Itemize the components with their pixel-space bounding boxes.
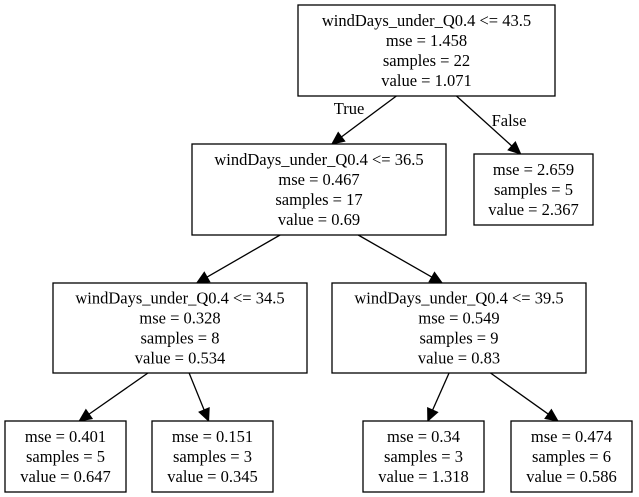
arrow-head: [507, 140, 522, 155]
edge-line: [357, 234, 433, 278]
node-text: samples = 17: [275, 190, 362, 209]
tree-edge: [78, 372, 149, 422]
node-text: windDays_under_Q0.4 <= 39.5: [354, 289, 563, 308]
node-text: samples = 5: [26, 447, 105, 466]
edge-label-true: True: [334, 99, 365, 118]
node-text: value = 0.83: [418, 349, 500, 368]
tree-edge: [357, 234, 444, 284]
node-box: [473, 153, 594, 226]
node-box: [297, 4, 556, 97]
edge-label-false: False: [492, 111, 527, 130]
node-box: [362, 420, 485, 493]
node-text: mse = 0.401: [25, 427, 106, 446]
node-text: value = 0.586: [526, 467, 616, 486]
node-box: [4, 420, 127, 493]
node-text: samples = 22: [383, 51, 470, 70]
node-box: [331, 282, 587, 374]
node-text: mse = 0.151: [172, 427, 253, 446]
node-text: samples = 3: [384, 447, 463, 466]
node-text: samples = 5: [494, 180, 573, 199]
edge-line: [490, 372, 549, 415]
node-text: windDays_under_Q0.4 <= 34.5: [75, 289, 284, 308]
node-text: mse = 0.328: [139, 309, 220, 328]
tree-edge: True: [330, 95, 397, 145]
tree-edge: False: [456, 95, 527, 155]
node-text: samples = 6: [532, 447, 611, 466]
node-text: mse = 0.34: [387, 427, 460, 446]
node-text: value = 1.318: [378, 467, 468, 486]
node-text: value = 2.367: [488, 200, 578, 219]
node-text: mse = 1.458: [386, 31, 467, 50]
node-box: [151, 420, 274, 493]
node-box: [52, 282, 308, 374]
edge-line: [88, 372, 149, 415]
arrow-head: [330, 131, 346, 145]
node-text: windDays_under_Q0.4 <= 43.5: [322, 11, 531, 30]
edge-line: [341, 95, 397, 138]
node-text: mse = 0.474: [531, 427, 612, 446]
node-box: [510, 420, 633, 493]
arrow-head: [544, 408, 559, 422]
arrow-head: [195, 271, 211, 284]
arrow-head: [428, 271, 444, 284]
node-text: mse = 0.549: [418, 309, 499, 328]
node-text: value = 0.647: [20, 467, 110, 486]
node-text: samples = 8: [141, 329, 220, 348]
arrow-head: [427, 407, 439, 423]
tree-edge: [195, 234, 281, 284]
node-text: mse = 2.659: [493, 160, 574, 179]
tree-edge: [427, 372, 450, 423]
node-text: value = 0.534: [135, 349, 225, 368]
tree-edge: [188, 372, 210, 423]
tree-edge: [490, 372, 559, 422]
edge-line: [188, 372, 205, 411]
node-text: value = 0.69: [278, 210, 360, 229]
edge-line: [456, 95, 513, 147]
node-text: value = 1.071: [381, 71, 471, 90]
arrow-head: [78, 408, 94, 422]
edge-line: [432, 372, 450, 411]
node-text: mse = 0.467: [278, 170, 359, 189]
arrow-head: [198, 407, 210, 423]
edge-line: [206, 234, 281, 278]
node-text: samples = 9: [420, 329, 499, 348]
node-text: windDays_under_Q0.4 <= 36.5: [214, 150, 423, 169]
node-text: value = 0.345: [167, 467, 257, 486]
node-box: [191, 143, 447, 236]
node-text: samples = 3: [173, 447, 252, 466]
